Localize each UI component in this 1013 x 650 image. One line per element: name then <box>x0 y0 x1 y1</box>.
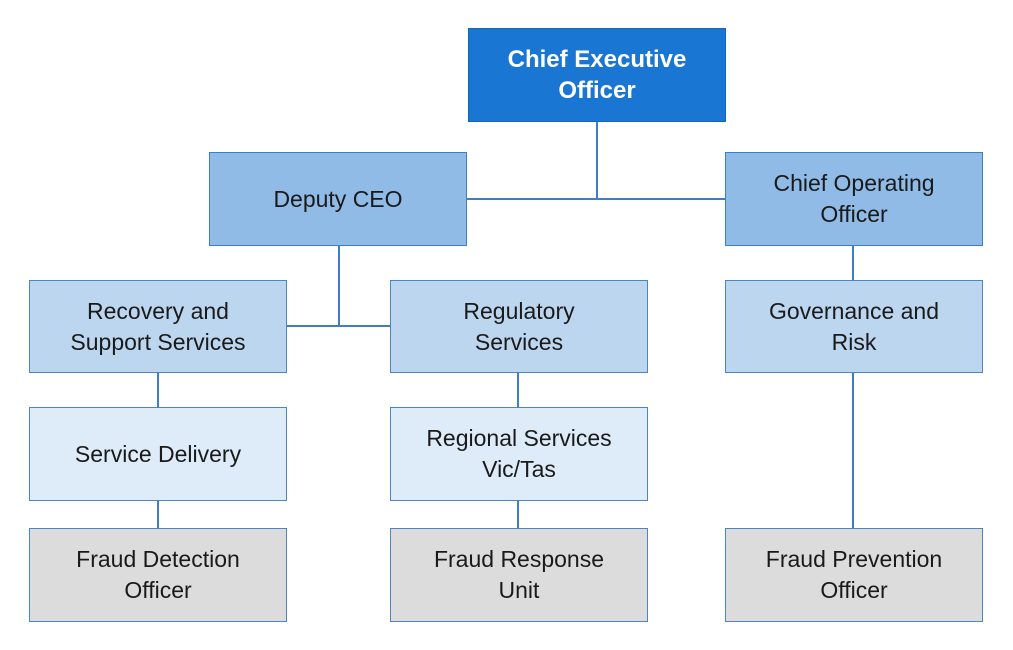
node-label: Recovery and Support Services <box>70 297 246 355</box>
node-regulatory-services: Regulatory Services <box>390 280 648 373</box>
node-label: Fraud Prevention Officer <box>765 546 943 603</box>
node-fraud-detection-officer: Fraud Detection Officer <box>29 528 287 622</box>
node-label: Fraud Response Unit <box>433 546 605 603</box>
node-label: Governance and Risk <box>768 297 940 355</box>
node-chief-operating-officer: Chief Operating Officer <box>725 152 983 246</box>
node-label: Regulatory Services <box>463 297 575 355</box>
node-label: Chief Executive Officer <box>507 46 687 104</box>
node-label: Regional Services Vic/Tas <box>426 425 612 482</box>
node-fraud-response-unit: Fraud Response Unit <box>390 528 648 622</box>
node-recovery-and-support-services: Recovery and Support Services <box>29 280 287 373</box>
node-deputy-ceo: Deputy CEO <box>209 152 467 246</box>
node-label: Service Delivery <box>74 440 242 467</box>
node-fraud-prevention-officer: Fraud Prevention Officer <box>725 528 983 622</box>
node-regional-services-vic-tas: Regional Services Vic/Tas <box>390 407 648 501</box>
node-label: Fraud Detection Officer <box>76 546 240 603</box>
node-label: Chief Operating Officer <box>773 170 935 227</box>
node-governance-and-risk: Governance and Risk <box>725 280 983 373</box>
node-service-delivery: Service Delivery <box>29 407 287 501</box>
node-label: Deputy CEO <box>273 185 403 212</box>
node-chief-executive-officer: Chief Executive Officer <box>468 28 726 122</box>
